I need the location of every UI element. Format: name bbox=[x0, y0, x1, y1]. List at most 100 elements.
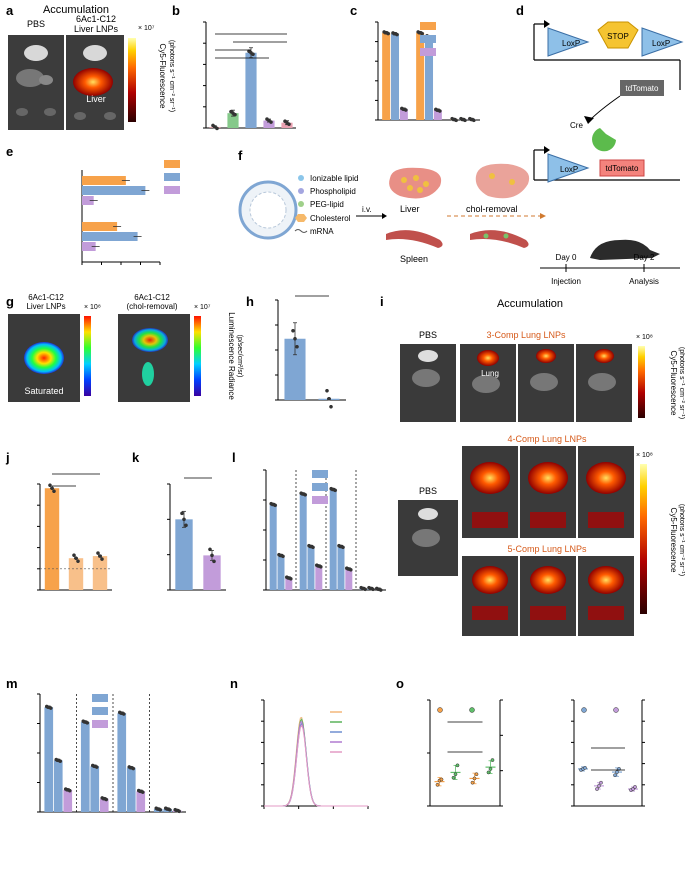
ivis-image bbox=[118, 314, 190, 402]
point bbox=[341, 545, 345, 550]
colorbar bbox=[640, 464, 647, 614]
point-alt bbox=[470, 780, 475, 785]
point-bun bbox=[597, 784, 601, 788]
point-alt bbox=[439, 777, 444, 782]
organ-label-lung: Lung bbox=[481, 369, 499, 378]
point bbox=[121, 712, 126, 716]
legend-swatch bbox=[420, 22, 436, 30]
panel-label-o: o bbox=[396, 676, 404, 691]
bar-epithelial-cells bbox=[337, 546, 345, 590]
bar-endothelial-cells bbox=[82, 232, 138, 241]
liver-icon bbox=[475, 163, 530, 199]
panel-label-g: g bbox=[6, 294, 14, 309]
point bbox=[303, 492, 308, 497]
panel-label-a: a bbox=[6, 3, 14, 18]
loxp-label: LoxP bbox=[562, 39, 580, 48]
bar bbox=[284, 338, 306, 400]
panel-l-chart: l bbox=[232, 450, 386, 592]
organ-liver bbox=[16, 69, 44, 87]
legend-marker bbox=[613, 707, 619, 713]
series-line-30d bbox=[264, 724, 368, 807]
point bbox=[288, 576, 293, 581]
bar-endothelial-cells bbox=[82, 186, 146, 195]
point-ast bbox=[490, 758, 495, 762]
point bbox=[210, 553, 214, 558]
panel-g: g 6Ac1-C12 Liver LNPs Saturated × 10⁸ 6A… bbox=[6, 293, 243, 402]
point bbox=[67, 788, 72, 793]
point-alt bbox=[474, 772, 479, 777]
img-label: 6Ac1-C12 bbox=[28, 293, 64, 302]
bar-epithelial-cells bbox=[90, 766, 100, 812]
legend-swatch bbox=[92, 720, 108, 728]
legend-swatch bbox=[420, 35, 436, 43]
mouse-icon bbox=[590, 239, 660, 260]
point-crea bbox=[583, 765, 587, 770]
point bbox=[348, 567, 353, 572]
point-crea bbox=[613, 773, 617, 778]
point-ast bbox=[451, 775, 456, 780]
point bbox=[293, 336, 297, 341]
panel-k-chart: k bbox=[132, 450, 226, 591]
point bbox=[291, 328, 295, 333]
chol-removal-label: chol-removal bbox=[466, 204, 518, 214]
spleen-luminescence bbox=[142, 362, 154, 386]
phospholipid-icon bbox=[298, 188, 304, 194]
point bbox=[131, 766, 136, 771]
panel-label-b: b bbox=[172, 3, 180, 18]
point bbox=[76, 559, 80, 564]
bar bbox=[175, 519, 193, 590]
panel-e-chart: e bbox=[6, 144, 180, 265]
timeline-injection: Injection bbox=[551, 277, 581, 286]
point bbox=[100, 557, 104, 561]
point bbox=[251, 52, 255, 57]
organ-lung bbox=[24, 45, 48, 61]
group-label: 4-Comp Lung LNPs bbox=[507, 434, 587, 444]
lnp-core-icon bbox=[249, 191, 287, 229]
colorbar-exponent: × 10⁸ bbox=[636, 452, 653, 459]
point bbox=[48, 483, 52, 488]
point bbox=[104, 797, 109, 802]
panel-n-chart: n bbox=[230, 676, 369, 809]
bar bbox=[203, 555, 221, 590]
point bbox=[386, 31, 391, 36]
bar-hepatocyte-cells bbox=[82, 196, 94, 205]
iv-label: i.v. bbox=[362, 205, 372, 214]
img-label: PBS bbox=[419, 330, 437, 340]
point bbox=[318, 564, 323, 569]
point bbox=[94, 765, 99, 769]
cre-enzyme-icon bbox=[592, 128, 616, 152]
point bbox=[463, 118, 467, 123]
bar-endothelial-cells bbox=[329, 489, 337, 590]
bar bbox=[245, 52, 257, 128]
organ-lung bbox=[83, 45, 107, 61]
colorbar bbox=[194, 316, 201, 396]
bar-kupffer-cells bbox=[416, 32, 425, 120]
bar-immune-cells bbox=[315, 566, 323, 590]
panel-label-n: n bbox=[230, 676, 238, 691]
bar-kupffer-cells bbox=[82, 176, 126, 185]
group-label: 5-Comp Lung LNPs bbox=[507, 544, 587, 554]
bar bbox=[68, 558, 84, 590]
colorbar-exponent: × 10⁷ bbox=[194, 304, 211, 311]
point bbox=[85, 720, 90, 725]
point bbox=[50, 486, 54, 491]
panel-a: a Accumulation PBS 6Ac1-C12 Liver LNPs L… bbox=[6, 3, 175, 130]
liver-luminescence bbox=[132, 328, 168, 352]
bar-endothelial-cells bbox=[117, 713, 127, 812]
panel-label-m: m bbox=[6, 676, 18, 691]
panel-label-l: l bbox=[232, 450, 236, 465]
point bbox=[215, 126, 219, 131]
cholesterol-icon bbox=[295, 214, 307, 222]
organ-label-liver: Liver bbox=[86, 94, 106, 104]
legend-item: Ionizable lipid bbox=[310, 174, 358, 183]
bar-endothelial-cells bbox=[390, 33, 400, 121]
panel-label-f: f bbox=[238, 148, 243, 163]
panel-i: i Accumulation PBS 3-Comp Lung LNPs Lung… bbox=[380, 294, 685, 636]
point bbox=[295, 344, 299, 349]
panel-label-i: i bbox=[380, 294, 384, 309]
timeline-analysis: Analysis bbox=[629, 277, 659, 286]
colorbar-subtitle: (photons s⁻¹ cm⁻² sr⁻¹) bbox=[678, 347, 685, 419]
legend-swatch bbox=[312, 470, 328, 478]
bar bbox=[263, 120, 275, 128]
point bbox=[167, 808, 172, 812]
